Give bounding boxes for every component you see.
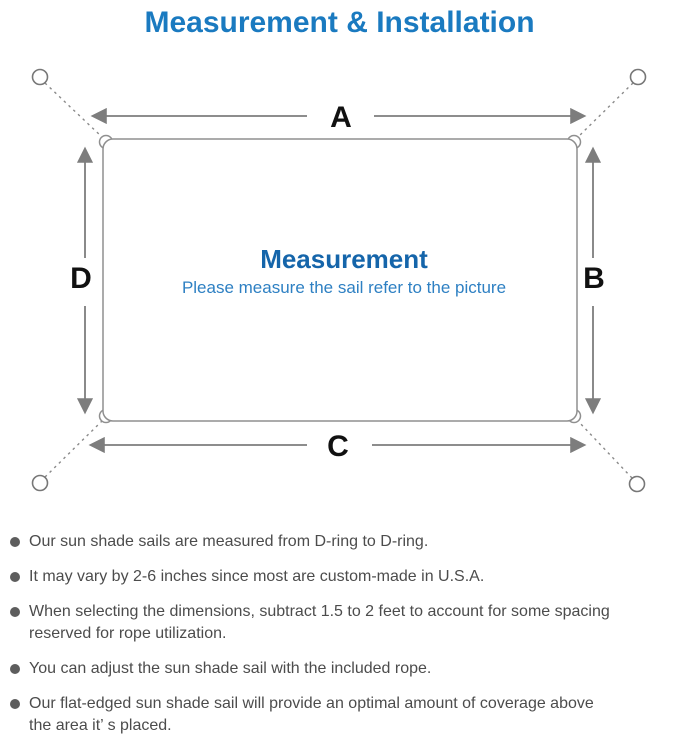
anchor-ring-icon bbox=[629, 68, 647, 86]
anchor-ring-icon bbox=[628, 475, 646, 493]
bullet-dot-icon bbox=[10, 537, 20, 547]
list-item: When selecting the dimensions, subtract … bbox=[10, 601, 667, 645]
note-text: It may vary by 2-6 inches since most are… bbox=[29, 568, 485, 585]
diagram-center-subtitle: Please measure the sail refer to the pic… bbox=[182, 278, 506, 297]
list-item: Our flat-edged sun shade sail will provi… bbox=[10, 693, 667, 737]
sail-rectangle bbox=[102, 138, 578, 422]
rope-line-top-right bbox=[577, 82, 634, 138]
rope-line-bottom-left bbox=[44, 420, 103, 478]
bullet-dot-icon bbox=[10, 664, 20, 674]
dim-label-a: A bbox=[330, 101, 352, 134]
list-item: Our sun shade sails are measured from D-… bbox=[10, 531, 667, 553]
anchor-rings bbox=[31, 68, 647, 493]
dimension-lines bbox=[76, 107, 602, 454]
rope-line-bottom-right bbox=[577, 420, 633, 479]
note-text: You can adjust the sun shade sail with t… bbox=[29, 660, 432, 677]
diagram-center-heading: Measurement bbox=[260, 244, 428, 274]
dim-label-d: D bbox=[70, 262, 92, 295]
list-item: You can adjust the sun shade sail with t… bbox=[10, 658, 667, 680]
dim-label-c: C bbox=[327, 430, 349, 463]
rope-line-top-left bbox=[44, 82, 103, 138]
dim-label-b: B bbox=[583, 262, 605, 295]
anchor-ring-icon bbox=[31, 68, 49, 86]
note-text: Our flat-edged sun shade sail will provi… bbox=[29, 695, 594, 734]
corner-rope-lines bbox=[44, 82, 634, 479]
note-text: When selecting the dimensions, subtract … bbox=[29, 603, 610, 642]
measurement-notes-list: Our sun shade sails are measured from D-… bbox=[0, 531, 679, 737]
anchor-ring-icon bbox=[31, 474, 49, 492]
bullet-dot-icon bbox=[10, 607, 20, 617]
bullet-dot-icon bbox=[10, 699, 20, 709]
note-text: Our sun shade sails are measured from D-… bbox=[29, 533, 429, 550]
bullet-dot-icon bbox=[10, 572, 20, 582]
sail-measurement-diagram: A B C D Measurement Please measure the s… bbox=[31, 68, 647, 493]
page-title: Measurement & Installation bbox=[144, 6, 535, 39]
list-item: It may vary by 2-6 inches since most are… bbox=[10, 566, 667, 588]
